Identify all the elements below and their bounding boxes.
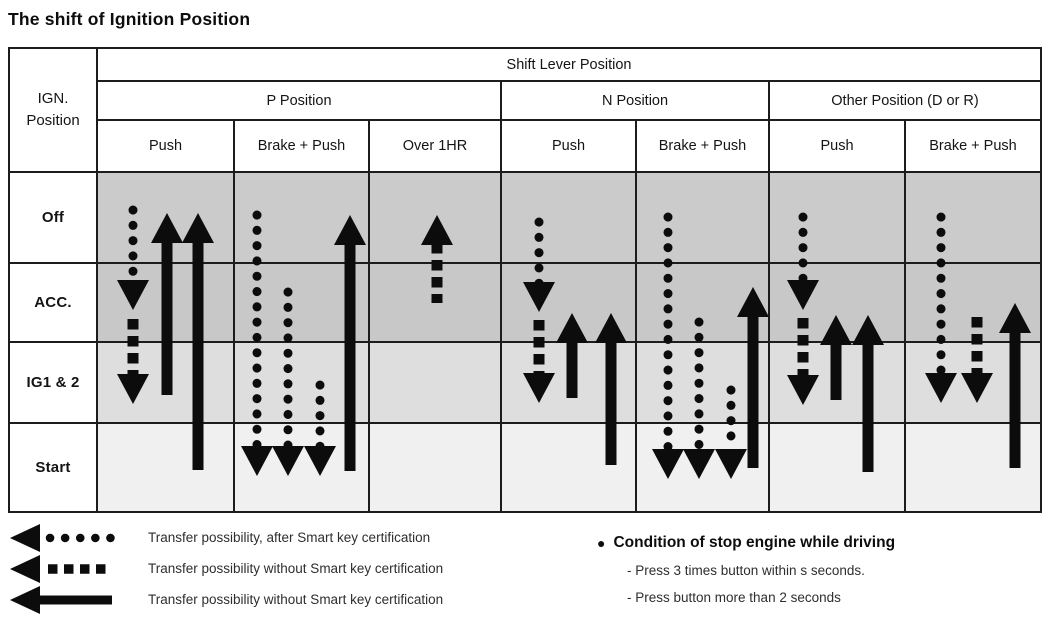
legend-item-dashed: Transfer possibility without Smart key c… — [10, 553, 443, 584]
legend: Transfer possibility, after Smart key ce… — [10, 522, 443, 615]
dotted-arrow-left — [10, 523, 119, 552]
solid-arrow-up — [999, 303, 1031, 468]
corner-header-line2: Position — [26, 112, 80, 129]
dashed-arrow-left — [10, 554, 112, 583]
ignition-shift-table: IGN. Position Shift Lever Position P Pos… — [8, 47, 1042, 513]
column-p-brake-push — [235, 173, 370, 511]
solid-arrow-up — [820, 315, 852, 400]
legend-label: Transfer possibility without Smart key c… — [148, 592, 444, 607]
dotted-arrow-down — [715, 385, 747, 479]
subheader-p-over-1hr: Over 1HR — [370, 121, 502, 173]
dotted-arrow-down — [117, 205, 149, 310]
bullet-icon: ● — [597, 535, 606, 551]
group-header-p-position: P Position — [98, 82, 502, 121]
row-label-start: Start — [10, 424, 98, 511]
row-band-start — [370, 424, 500, 511]
header-shift-lever-position: Shift Lever Position — [98, 49, 1040, 82]
legend-item-solid: Transfer possibility without Smart key c… — [10, 584, 443, 615]
note-line-2: - Press button more than 2 seconds — [627, 590, 841, 605]
dotted-arrow-down — [787, 212, 819, 310]
subheader-p-push: Push — [98, 121, 235, 173]
legend-item-dotted: Transfer possibility, after Smart key ce… — [10, 522, 443, 553]
page-title: The shift of Ignition Position — [8, 9, 251, 29]
column-other-brake-push — [906, 173, 1040, 511]
row-label-acc: ACC. — [10, 264, 98, 343]
row-label-ig1-2: IG1 & 2 — [10, 343, 98, 424]
note-title: Condition of stop engine while driving — [613, 534, 896, 551]
dotted-arrow-down — [683, 317, 715, 479]
dotted-arrow-down — [241, 210, 273, 476]
dashed-arrow-down — [523, 320, 555, 403]
solid-arrow-up — [595, 313, 627, 465]
legend-label: Transfer possibility, after Smart key ce… — [148, 530, 431, 545]
solid-arrow-left — [10, 585, 112, 614]
dashed-arrow-down — [787, 318, 819, 405]
legend-label: Transfer possibility without Smart key c… — [148, 561, 444, 576]
subheader-n-push: Push — [502, 121, 637, 173]
row-band-start — [770, 424, 904, 511]
column-p-over-1hr — [370, 173, 502, 511]
dashed-arrow-down — [961, 317, 993, 403]
row-label-off: Off — [10, 173, 98, 264]
subheader-other-push: Push — [770, 121, 906, 173]
dashed-arrow-up — [421, 215, 453, 303]
corner-header-line1: IGN. — [37, 89, 69, 107]
solid-arrow-up — [182, 213, 214, 470]
row-band-off — [906, 173, 1040, 264]
solid-arrow-up — [852, 315, 884, 472]
dotted-arrow-down — [925, 212, 957, 403]
dotted-arrow-down — [652, 212, 684, 479]
stop-engine-note: ● Condition of stop engine while driving… — [597, 534, 895, 606]
corner-header-ign-position: IGN. Position — [10, 49, 98, 173]
solid-arrow-icon — [10, 584, 122, 616]
solid-arrow-up — [737, 287, 769, 468]
dotted-arrow-icon — [10, 522, 122, 554]
group-header-other-position: Other Position (D or R) — [770, 82, 1040, 121]
column-p-push — [98, 173, 235, 511]
row-band-off — [637, 173, 768, 264]
note-title-row: ● Condition of stop engine while driving — [597, 534, 895, 552]
solid-arrow-up — [334, 215, 366, 471]
solid-arrow-up — [151, 213, 183, 395]
dashed-arrow-down — [117, 319, 149, 404]
row-band-start — [98, 424, 233, 511]
row-band-off — [502, 173, 635, 264]
row-band-off — [770, 173, 904, 264]
subheader-p-brake-push: Brake + Push — [235, 121, 370, 173]
dotted-arrow-down — [523, 217, 555, 312]
subheader-other-brake-push: Brake + Push — [906, 121, 1040, 173]
column-n-push — [502, 173, 637, 511]
group-header-n-position: N Position — [502, 82, 770, 121]
note-line-1: - Press 3 times button within s seconds. — [627, 563, 865, 578]
dotted-arrow-down — [272, 287, 304, 476]
column-other-push — [770, 173, 906, 511]
dotted-arrow-down — [304, 380, 336, 476]
row-band-ig1-2 — [370, 343, 500, 424]
solid-arrow-up — [556, 313, 588, 398]
column-n-brake-push — [637, 173, 770, 511]
dashed-arrow-icon — [10, 553, 122, 585]
subheader-n-brake-push: Brake + Push — [637, 121, 770, 173]
